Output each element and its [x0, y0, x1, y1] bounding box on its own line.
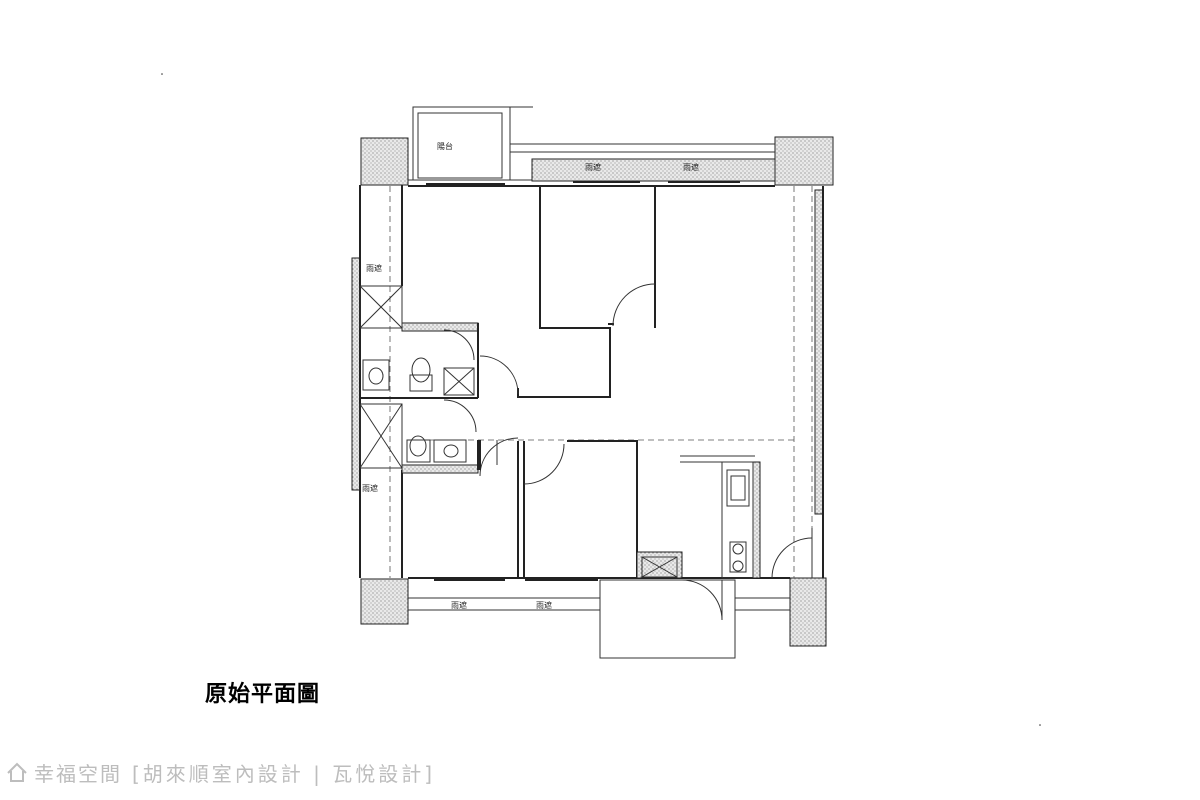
label-left-lower: 雨遮 — [362, 483, 378, 493]
column-bottom-right — [789, 577, 827, 647]
label-top-window-b: 雨遮 — [683, 162, 699, 172]
interior-walls — [408, 186, 794, 578]
label-left-upper: 雨遮 — [366, 263, 382, 273]
watermark-credit: [胡來順室內設計 | 瓦悅設計] — [132, 761, 436, 786]
bottom-balcony — [599, 579, 736, 659]
column-top-left — [360, 137, 409, 186]
kitchen-counter — [721, 461, 813, 579]
watermark: 幸福空間 [胡來順室內設計 | 瓦悅設計] — [6, 758, 435, 786]
label-top-balcony: 陽台 — [437, 141, 453, 151]
bathroom-lower — [359, 397, 519, 477]
column-top-right — [774, 136, 834, 186]
left-wall — [351, 185, 403, 578]
watermark-brand: 幸福空間 — [34, 761, 122, 786]
diagram-title: 原始平面圖 — [205, 681, 321, 707]
bathroom-upper — [359, 285, 519, 398]
label-top-window-a: 雨遮 — [585, 162, 601, 172]
house-logo-icon — [7, 762, 27, 782]
top-balcony — [412, 106, 533, 181]
label-bottom-window-a: 雨遮 — [451, 600, 467, 610]
storage-cabinet — [636, 551, 683, 579]
column-bottom-left — [360, 578, 409, 625]
label-bottom-window-b: 雨遮 — [536, 600, 552, 610]
right-wall — [793, 186, 824, 578]
